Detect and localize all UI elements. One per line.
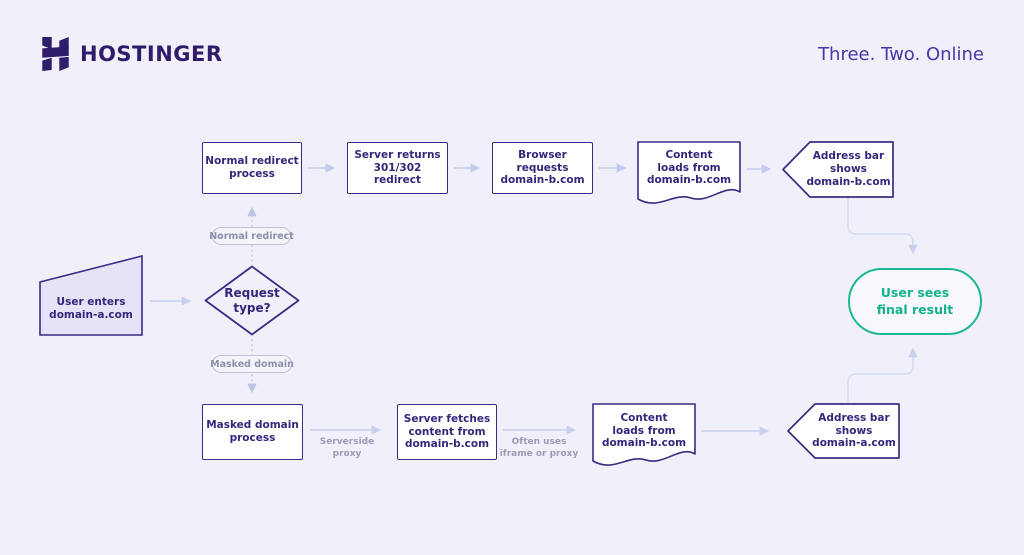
node-address-bar-a: Address bar shows domain-a.com [787,403,900,459]
node-address-bar-b: Address bar shows domain-b.com [782,141,894,198]
node-server-fetches: Server fetches content from domain-b.com [397,404,497,460]
node-masked-domain-process: Masked domain process [202,404,303,460]
pentagon-shape-top [782,141,894,198]
node-request-type: Request type? [204,265,300,336]
elbow-top-to-end [847,198,918,255]
pill-masked-domain: Masked domain [210,355,294,373]
edge-label-iframe-proxy: Often uses iframe or proxy [499,437,579,460]
node-user-enters: User enters domain-a.com [39,255,143,336]
decision-diamond-shape [204,265,300,336]
node-content-loads-bottom: Content loads from domain-b.com [592,403,696,473]
tagline: Three. Two. Online [818,44,984,65]
pill-normal-redirect: Normal redirect [209,227,294,245]
elbow-bottom-to-end [847,347,918,402]
pentagon-shape-bottom [787,403,900,459]
node-normal-redirect-process: Normal redirect process [202,142,302,194]
node-content-loads-bottom-label: Content loads from domain-b.com [601,411,687,450]
node-address-bar-a-label: Address bar shows domain-a.com [812,411,896,450]
node-user-enters-label: User enters domain-a.com [49,295,133,321]
document-shape-bottom [592,403,696,466]
brand-name: HOSTINGER [80,42,223,66]
node-user-sees-result: User sees final result [848,268,982,335]
node-server-returns-redirect: Server returns 301/302 redirect [347,142,448,194]
node-request-type-label: Request type? [224,285,280,315]
node-address-bar-b-label: Address bar shows domain-b.com [806,150,891,188]
node-content-loads-top: Content loads from domain-b.com [637,141,741,211]
edge-label-serverside-proxy: Serverside proxy [319,437,375,460]
hostinger-logo-icon [42,37,69,71]
node-browser-requests: Browser requests domain-b.com [492,142,593,194]
brand-header: HOSTINGER [40,37,223,71]
document-shape-top [637,141,741,204]
manual-input-shape [39,255,143,336]
node-content-loads-top-label: Content loads from domain-b.com [646,148,732,187]
